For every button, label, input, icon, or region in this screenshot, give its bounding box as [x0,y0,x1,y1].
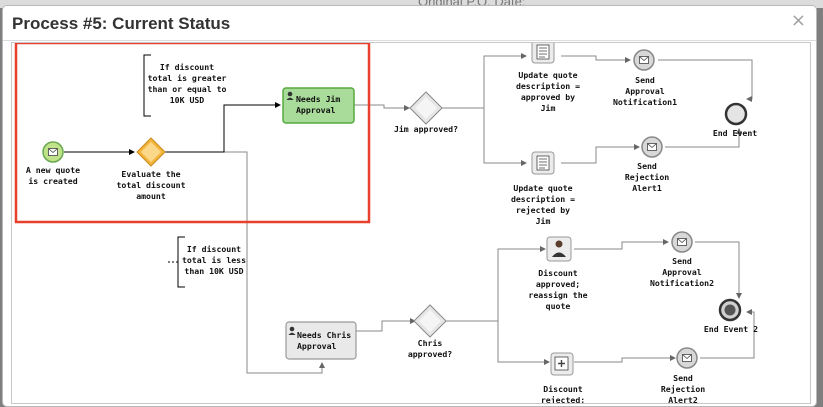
evaluate-gateway-label-line2: total discount [116,180,185,190]
envelope-icon [48,148,58,156]
script-icon [536,155,550,171]
annotation-greater-line1: If discount [160,62,214,72]
envelope-icon [682,354,692,362]
annotation-greater-line2: total is greater [148,73,227,83]
service-icon [554,356,569,371]
task-update-approved-line3: approved by [521,92,575,102]
approval2-line1: Send [672,256,692,266]
evaluate-gateway[interactable] [136,137,166,167]
gateway-chris-label-line2: approved? [408,349,452,359]
gateway-chris-label-line1: Chris [418,338,443,348]
rejection2-line2: Rejection [661,384,705,394]
close-icon[interactable]: × [790,10,806,31]
task-needs-jim-approval[interactable] [282,87,355,124]
process-status-dialog: Process #5: Current Status × [2,5,817,407]
process-diagram: If discount total is greater than or equ… [14,43,758,404]
event-send-approval-notification2[interactable] [671,231,693,253]
approval2-line2: Approval [662,267,702,277]
task-update-approved-line2: description = [516,81,580,91]
task-update-rejected-line1: Update quote [513,183,572,193]
process-diagram-canvas: If discount total is greater than or equ… [11,42,811,404]
event-send-approval-notification1[interactable] [633,49,655,71]
end-event-2[interactable] [718,298,742,322]
event-send-rejection-alert1[interactable] [641,136,663,158]
task-update-rejected-line3: rejected by [516,205,570,215]
highlighted-flows [64,102,281,155]
annotation-less-line3: than 10K USD [184,266,243,276]
envelope-icon [647,143,657,151]
approval1-line2: Approval [625,86,665,96]
discount-approved-line2: approved; [536,279,580,289]
event-send-rejection-alert2[interactable] [676,347,698,369]
script-icon [536,44,550,60]
annotation-brackets [143,54,185,288]
dialog-title: Process #5: Current Status [12,14,231,33]
rejection2-line1: Send [673,373,693,383]
task-chris-label-line2: Approval [297,341,337,351]
background-partial-text: Original P.O. Date: [418,0,525,9]
user-icon [288,326,296,335]
task-update-approved-line1: Update quote [518,70,577,80]
approval2-line3: Notification2 [650,278,714,288]
rejection1-line2: Rejection [625,172,669,182]
approval1-line1: Send [635,75,655,85]
user-icon [552,240,566,257]
task-update-quote-approved[interactable] [531,43,555,64]
task-update-rejected-line2: description = [511,194,575,204]
discount-rejected-line1: Discount [543,384,583,394]
annotation-less-line1: If discount [187,244,241,254]
evaluate-gateway-label-line3: amount [136,191,166,201]
task-update-approved-line4: Jim [541,103,556,113]
annotation-greater-line4: 10K USD [170,95,205,105]
gateway-jim-label: Jim approved? [394,124,458,134]
rejection2-line3: Alert2 [668,395,698,404]
end-event-label: End Event [713,128,757,138]
gateway-chris-approved[interactable] [413,304,447,338]
envelope-icon [639,56,649,64]
task-update-quote-rejected[interactable] [531,151,555,175]
end-event-2-label: End Event 2 [704,324,758,334]
task-jim-label-line1: Needs Jim [296,94,340,104]
task-needs-chris-approval[interactable] [285,321,357,360]
gateway-jim-approved[interactable] [409,91,443,125]
start-event-label-line2: is created [28,176,77,186]
annotation-greater-line3: than or equal to [148,84,227,94]
start-event-label-line1: A new quote [26,165,80,175]
start-event[interactable] [42,141,64,163]
approval1-line3: Notification1 [613,97,677,107]
task-jim-label-line2: Approval [296,105,336,115]
rejection1-line1: Send [637,161,657,171]
task-discount-approved[interactable] [546,236,572,262]
task-chris-label-line1: Needs Chris [297,330,351,340]
rejection1-line3: Alert1 [632,183,662,193]
evaluate-gateway-label-line1: Evaluate the [121,169,180,179]
discount-approved-line4: quote [546,301,571,311]
discount-rejected-line2: rejected; [541,395,585,404]
task-update-rejected-line4: Jim [536,216,551,226]
annotation-less-line2: total is less [182,255,246,265]
background-page-strip: Original P.O. Date: [0,0,823,9]
current-status-highlight [14,43,371,224]
sequence-flows [165,53,755,374]
user-icon [286,91,294,100]
discount-approved-line1: Discount [538,268,578,278]
task-discount-rejected[interactable] [550,352,574,376]
end-event[interactable] [724,102,748,126]
envelope-icon [677,238,687,246]
dialog-header: Process #5: Current Status × [3,6,816,41]
discount-approved-line3: reassign the [528,290,587,300]
